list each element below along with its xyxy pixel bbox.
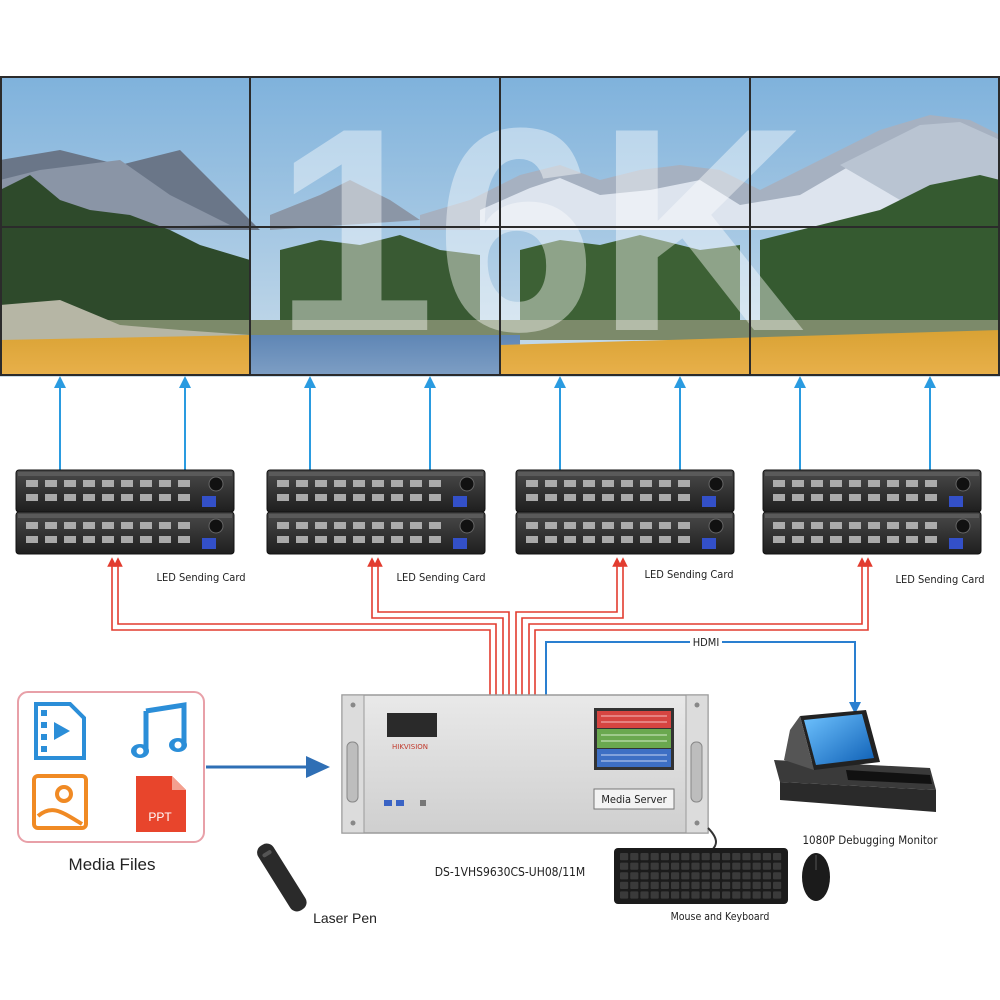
led-sending-card-3: LED Sending Card bbox=[515, 469, 735, 581]
image-file-icon bbox=[32, 774, 88, 830]
wall-uplinks bbox=[54, 376, 936, 470]
ppt-text: PPT bbox=[148, 810, 172, 824]
led-sending-card-1: LED Sending Card bbox=[15, 469, 246, 584]
debug-monitor-label: 1080P Debugging Monitor bbox=[802, 833, 938, 847]
keyboard-keys bbox=[620, 853, 782, 899]
media-server-badge: Media Server bbox=[601, 793, 667, 806]
media-to-server-arrow bbox=[206, 756, 330, 778]
wall-bezels bbox=[0, 76, 1000, 376]
laser-pen-label: Laser Pen bbox=[313, 910, 377, 926]
media-server-model: DS-1VHS9630CS-UH08/11M bbox=[435, 865, 586, 879]
media-server: HIKVISION Media Server bbox=[341, 694, 709, 834]
server-brand: HIKVISION bbox=[392, 743, 428, 751]
ppt-file-icon: PPT bbox=[136, 776, 186, 832]
music-note-icon bbox=[131, 702, 187, 758]
server-status-screen bbox=[594, 708, 674, 770]
debug-monitor bbox=[774, 710, 936, 812]
watermark-16k: 16K bbox=[274, 68, 806, 392]
mouse bbox=[802, 853, 830, 901]
hdmi-link: HDMI bbox=[545, 635, 861, 714]
left-handle bbox=[346, 741, 359, 803]
led-sending-card-label: LED Sending Card bbox=[396, 571, 485, 584]
led-sending-card-2: LED Sending Card bbox=[266, 469, 486, 584]
led-sending-card-label: LED Sending Card bbox=[156, 571, 245, 584]
video-file-icon bbox=[34, 702, 86, 760]
right-handle bbox=[690, 741, 703, 803]
video-wall: 16K bbox=[0, 68, 1000, 392]
server-card-links bbox=[107, 557, 873, 695]
led-sending-card-4: LED Sending Card bbox=[762, 469, 985, 586]
media-files-title: Media Files bbox=[69, 855, 156, 874]
media-files-panel: PPT Media Files bbox=[17, 691, 205, 874]
led-sending-cards: LED Sending Card LED Sending Card LED Send… bbox=[15, 469, 985, 586]
keyboard bbox=[614, 848, 788, 904]
led-sending-card-label: LED Sending Card bbox=[895, 573, 984, 586]
hdmi-label: HDMI bbox=[693, 636, 720, 649]
laser-pen bbox=[257, 843, 307, 912]
led-sending-card-label: LED Sending Card bbox=[644, 568, 733, 581]
keyboard-label: Mouse and Keyboard bbox=[671, 911, 770, 923]
